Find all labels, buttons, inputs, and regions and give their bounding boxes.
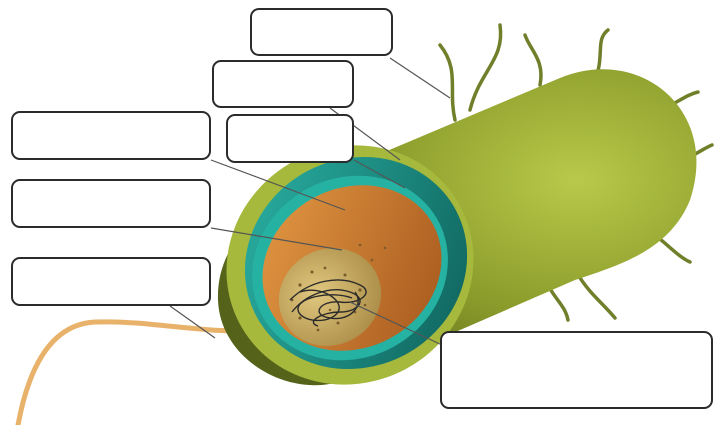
label-box-top[interactable] bbox=[250, 8, 393, 56]
label-box-left-2[interactable] bbox=[11, 179, 211, 228]
flagellum bbox=[18, 322, 262, 425]
label-box-left-1[interactable] bbox=[11, 111, 211, 160]
label-box-upper[interactable] bbox=[212, 60, 354, 108]
label-box-middle[interactable] bbox=[226, 114, 354, 163]
label-box-left-3[interactable] bbox=[11, 257, 211, 306]
label-box-bottom-right[interactable] bbox=[440, 331, 713, 409]
